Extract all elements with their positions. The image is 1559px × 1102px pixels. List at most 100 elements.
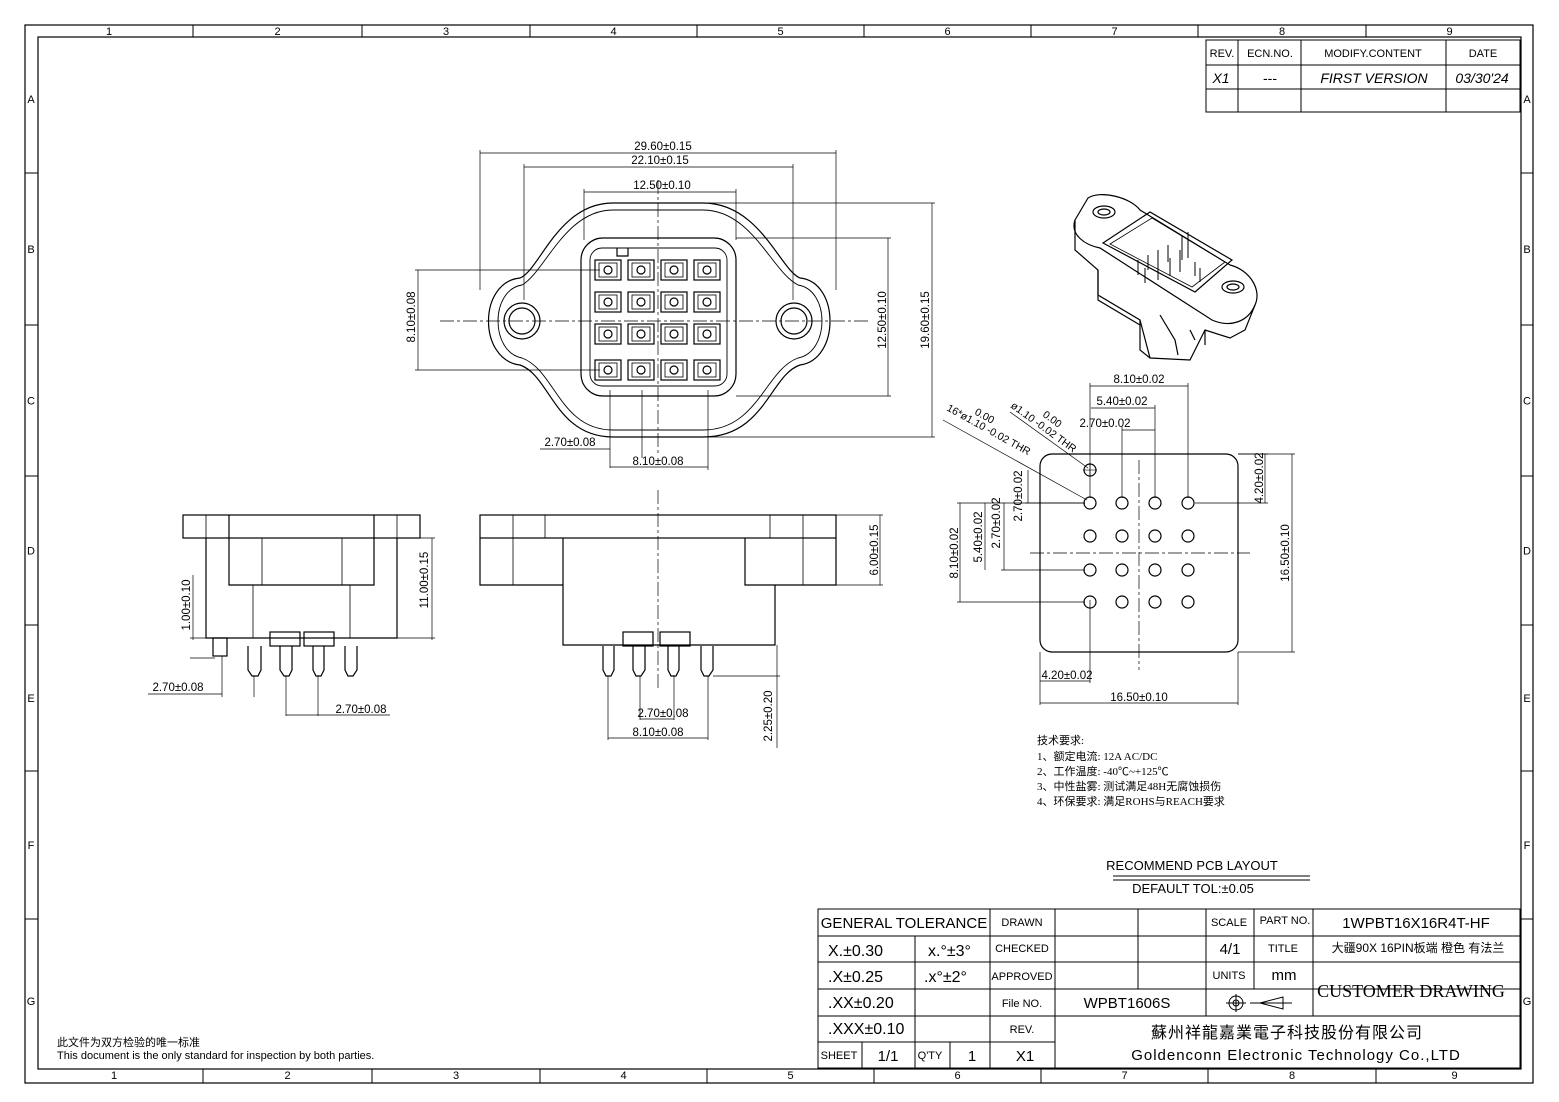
grid-column-label: 6 — [954, 1070, 960, 1082]
title-label: TITLE — [1268, 943, 1298, 955]
dim-1-00: 1.00±0.10 — [181, 579, 193, 630]
revision-table: REV. ECN.NO. MODIFY.CONTENT DATE X1 --- … — [1205, 39, 1521, 113]
dim-6-00: 6.00±0.15 — [869, 524, 881, 575]
contact-inner — [664, 326, 684, 342]
grid-column-label: 4 — [610, 26, 616, 38]
tolerance-dot-x: .X±0.25 — [828, 969, 883, 986]
general-tolerance-label: GENERAL TOLERANCE — [821, 915, 987, 932]
contact-cavity — [627, 359, 655, 381]
grid-column-label: 2 — [274, 26, 280, 38]
contact-pin — [603, 265, 613, 275]
units-label: UNITS — [1213, 970, 1246, 982]
dim-2-70-front: 2.70±0.08 — [637, 708, 688, 720]
pcb-centerlines — [1030, 460, 1250, 670]
contact-cavity — [660, 323, 688, 345]
grid-row-label: D — [27, 546, 35, 558]
dim-29-60: 29.60±0.15 — [634, 141, 691, 153]
pcb-hole — [1115, 595, 1129, 609]
dim-2-70-side-left: 2.70±0.08 — [152, 682, 203, 694]
contact-inner — [598, 362, 618, 378]
pcb-hole — [1181, 496, 1195, 510]
side-view-dim-text: 11.00±0.15 1.00±0.10 2.70±0.08 2.70±0.08 — [152, 552, 431, 716]
contact-pin — [636, 365, 646, 375]
modify-header: MODIFY.CONTENT — [1324, 48, 1422, 60]
grid-row-label: A — [1523, 94, 1531, 106]
pcb-dim-5-40-top: 5.40±0.02 — [1096, 396, 1147, 408]
pcb-caption-title: RECOMMEND PCB LAYOUT — [1106, 858, 1278, 873]
contact-inner — [598, 294, 618, 310]
contact-pin — [702, 297, 712, 307]
contact-inner — [631, 326, 651, 342]
pcb-hole — [1148, 563, 1162, 577]
angle-tolerance-2: .x°±2° — [924, 969, 967, 986]
contact-cavity — [594, 323, 622, 345]
contact-inner — [697, 362, 717, 378]
top-view-dim-text: 29.60±0.15 22.10±0.15 12.50±0.10 8.10±0.… — [406, 141, 932, 468]
contact-pin — [603, 365, 613, 375]
contact-pin — [669, 329, 679, 339]
pcb-dim-8-10-left: 8.10±0.02 — [949, 527, 961, 578]
pcb-hole — [1083, 563, 1097, 577]
grid-column-label: 7 — [1121, 1070, 1127, 1082]
projection-symbol — [1226, 994, 1292, 1012]
qty-label: Q'TY — [918, 1050, 943, 1062]
rev-label: REV. — [1010, 1024, 1035, 1036]
side-view — [182, 514, 421, 677]
housing-outline — [580, 237, 737, 397]
part-no-value: 1WPBT16X16R4T-HF — [1342, 915, 1490, 932]
rev-header: REV. — [1210, 48, 1235, 60]
part-no-label: PART NO. — [1260, 915, 1311, 927]
dim-8-10-front: 8.10±0.08 — [632, 727, 683, 739]
contact-inner — [631, 262, 651, 278]
tolerance-x: X.±0.30 — [828, 943, 883, 960]
contact-pin — [702, 265, 712, 275]
company-en: Goldenconn Electronic Technology Co.,LTD — [1131, 1047, 1461, 1064]
pcb-dims — [942, 383, 1295, 705]
contact-cavity — [693, 323, 721, 345]
sheet-label: SHEET — [821, 1050, 858, 1062]
contact-pin — [669, 297, 679, 307]
grid-row-label: D — [1523, 546, 1531, 558]
scale-value: 4/1 — [1220, 941, 1241, 958]
outer-border — [24, 24, 1534, 1084]
grid-row-label: A — [27, 94, 35, 106]
ecn-value: --- — [1263, 70, 1277, 86]
pcb-hole — [1148, 595, 1162, 609]
dim-22-10: 22.10±0.15 — [631, 155, 688, 167]
grid-row-label: E — [1523, 693, 1530, 705]
top-view-centerlines — [440, 180, 870, 455]
date-header: DATE — [1469, 48, 1498, 60]
date-value: 03/30'24 — [1455, 70, 1508, 86]
contact-inner — [697, 294, 717, 310]
notes-heading: 技术要求: — [1037, 734, 1084, 747]
pcb-hole — [1115, 496, 1129, 510]
note-4: 4、环保要求: 满足ROHS与REACH要求 — [1037, 794, 1225, 808]
tolerance-dot-xxx: .XXX±0.10 — [828, 1021, 904, 1038]
grid-column-label: 1 — [111, 1070, 117, 1082]
rev-value: X1 — [1211, 70, 1229, 86]
ecn-header: ECN.NO. — [1247, 48, 1293, 60]
dim-2-70-side-right: 2.70±0.08 — [335, 704, 386, 716]
grid-row-label: G — [1523, 996, 1532, 1008]
pcb-hole — [1083, 529, 1097, 543]
grid-row-label: E — [27, 693, 34, 705]
modify-value: FIRST VERSION — [1320, 70, 1428, 86]
note-1: 1、额定电流: 12A AC/DC — [1037, 749, 1157, 763]
contact-cavity — [660, 359, 688, 381]
grid-column-label: 8 — [1289, 1070, 1295, 1082]
contact-pin — [636, 265, 646, 275]
grid-column-label: 9 — [1451, 1070, 1457, 1082]
grid-row-label: F — [28, 840, 35, 852]
contact-pin — [603, 329, 613, 339]
grid-column-label: 2 — [284, 1070, 290, 1082]
grid-row-label: B — [1523, 244, 1530, 256]
contact-cavity — [627, 259, 655, 281]
top-view-dims — [415, 150, 935, 470]
grid-column-label: 5 — [787, 1070, 793, 1082]
contact-pin — [669, 365, 679, 375]
contact-inner — [631, 362, 651, 378]
rev-value: X1 — [1016, 1048, 1034, 1065]
pcb-dim-4-20-right: 4.20±0.02 — [1254, 452, 1266, 503]
isometric-view — [1073, 194, 1258, 361]
contact-cavity — [594, 291, 622, 313]
